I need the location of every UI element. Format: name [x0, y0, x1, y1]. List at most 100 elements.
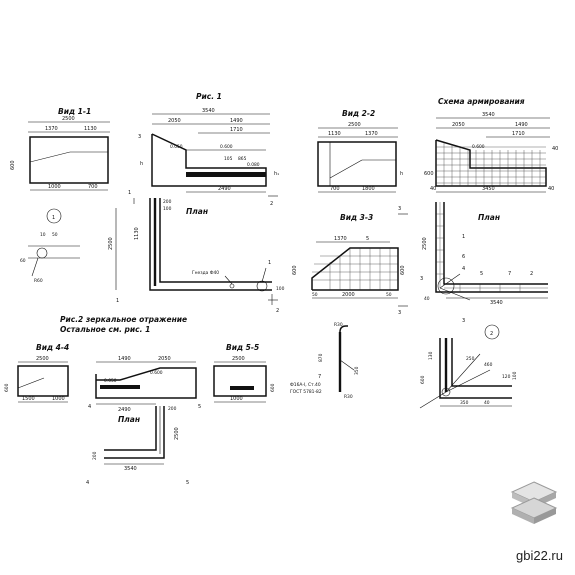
- mark-0080: 0.080: [247, 162, 260, 168]
- f2-label-5: 5: [198, 404, 201, 410]
- dim-1710: 1710: [230, 127, 243, 133]
- v33-dim-600: 600: [292, 265, 298, 275]
- dim-1000: 1000: [48, 184, 61, 190]
- label-h: h: [140, 161, 143, 167]
- plan-dim-2500: 2500: [108, 237, 114, 250]
- dim-1490-b: 1490: [515, 122, 528, 128]
- plan-2-label-7: 7: [508, 271, 511, 277]
- dim-1490: 1490: [230, 118, 243, 124]
- v33-label-3: 3: [398, 206, 401, 212]
- view-4-4-title: Вид 4-4: [36, 343, 69, 352]
- v44-dim-1000: 1000: [52, 396, 65, 402]
- plan-3-label-4: 4: [86, 480, 89, 486]
- detail-1: 1 10 50 60 R60: [20, 208, 80, 284]
- plan-2-label-6: 6: [462, 254, 465, 260]
- detail-2-number: 2: [490, 331, 493, 337]
- dim-105: 105: [224, 156, 233, 162]
- figure-1: Рис. 1 3540 2050 1490 1710 0.050 0.600 1…: [138, 92, 279, 193]
- v55-dim-2500: 2500: [232, 356, 245, 362]
- dim-1130-b: 1130: [328, 131, 341, 137]
- figure-2-caption: Рис.2 зеркальное отражение Остальное см.…: [60, 315, 187, 334]
- plan-dim-200: 200: [163, 199, 172, 205]
- plan-label-1: 1: [268, 260, 271, 266]
- plan-2-label-1: 1: [462, 234, 465, 240]
- rebar-spec-1: Ф16А-I, Ст.40: [290, 382, 321, 388]
- figure-2-profile: 1490 2050 0.600 0.050 2490 4 5: [88, 356, 201, 413]
- view-1-1: Вид 1-1 2500 1370 1130 600 1000 700: [10, 107, 110, 191]
- dim-2050-b: 2050: [452, 122, 465, 128]
- dim-1130: 1130: [84, 126, 97, 132]
- view-2-2: Вид 2-2 2500 1130 1370 h 700 1800: [317, 109, 403, 193]
- dim-3540-b: 3540: [482, 112, 495, 118]
- dim-2500-b: 2500: [348, 122, 361, 128]
- rebar-detail: R30 870 350 7 Ф16А-I, Ст.40 ГОСТ 5781-82…: [290, 322, 360, 400]
- plan-dim-100b: 100: [276, 286, 285, 292]
- dim-3450: 3450: [482, 186, 495, 192]
- plan-3-dim-3540: 3540: [124, 466, 137, 472]
- v33-label-5: 5: [366, 236, 369, 242]
- dim-2050: 2050: [168, 118, 181, 124]
- section-marks: [268, 195, 408, 307]
- dim-865: 865: [238, 156, 247, 162]
- v33-label-3b: 3: [398, 310, 401, 316]
- v44-dim-1500: 1500: [22, 396, 35, 402]
- detail-2-dim-600: 600: [420, 375, 426, 384]
- plan-1-title: План: [186, 207, 208, 216]
- view-1-1-title: Вид 1-1: [58, 107, 91, 116]
- plan-3-dim-200: 200: [168, 406, 177, 412]
- plan-3: План 200 2500 200 3540 4 5: [86, 406, 189, 486]
- plan-dim-100: 100: [163, 206, 172, 212]
- plan-3-dim-500: 200: [92, 451, 98, 460]
- rebar-r30-top: R30: [334, 322, 343, 328]
- mark-0050: 0.050: [170, 144, 183, 150]
- label-3: 3: [138, 134, 141, 140]
- detail-2-dim-130: 130: [428, 351, 434, 360]
- f2-mark-0600: 0.600: [150, 370, 163, 376]
- rebar-dim-850: 870: [318, 353, 324, 362]
- scheme-title: Схема армирования: [438, 97, 525, 106]
- plan-2-dim-40: 40: [424, 296, 430, 302]
- v44-dim-600: 600: [4, 383, 10, 392]
- figure-2-note: Остальное см. рис. 1: [60, 325, 150, 334]
- rebar-dim-350: 350: [354, 366, 360, 375]
- detail-2-dim-40: 40: [484, 400, 490, 406]
- plan-2-label-4: 4: [462, 266, 465, 272]
- dim-2500: 2500: [62, 116, 75, 122]
- plan-2-label-2: 2: [530, 271, 533, 277]
- plan-dim-1130: 1130: [134, 227, 140, 240]
- scheme-mark-0600: 0.600: [472, 144, 485, 150]
- v33-dim-50: 50: [312, 292, 318, 298]
- detail-2-dim-120: 120: [502, 374, 511, 380]
- f2-dim-2050: 2050: [158, 356, 171, 362]
- f2-dim-2490: 2490: [118, 407, 131, 413]
- reinforcement-scheme: Схема армирования 3540 2050 1490 1710 0.…: [424, 97, 558, 193]
- dim-700: 700: [88, 184, 98, 190]
- f2-mark-0050: 0.050: [104, 378, 117, 384]
- figure-2-title: Рис.2 зеркальное отражение: [60, 315, 187, 324]
- detail-1-10: 10: [40, 232, 46, 238]
- plan-2-label-5: 5: [480, 271, 483, 277]
- watermark-text: gbi22.ru: [516, 548, 563, 563]
- plan-3-label-5: 5: [186, 480, 189, 486]
- dim-600: 600: [10, 160, 16, 170]
- site-logo: [510, 481, 558, 524]
- plan-label-1b: 1: [116, 298, 119, 304]
- scheme-dim-40: 40: [552, 146, 558, 152]
- v33-dim-1370: 1370: [334, 236, 347, 242]
- dim-2490: 2490: [218, 186, 231, 192]
- rebar-label-7: 7: [318, 374, 321, 380]
- v55-dim-600: 600: [270, 383, 276, 392]
- detail-1-60: 60: [20, 258, 26, 264]
- rebar-spec-2: ГОСТ 5781-82: [290, 389, 322, 395]
- v33-dim-2000: 2000: [342, 292, 355, 298]
- view-5-5-title: Вид 5-5: [226, 343, 259, 352]
- dim-700-b: 700: [330, 186, 340, 192]
- f2-dim-1490: 1490: [118, 356, 131, 362]
- detail-1-number: 1: [52, 215, 55, 221]
- detail-2-dim-350: 350: [460, 400, 469, 406]
- view-3-3: Вид 3-3 1370 5 600 600 50 2000 50 3 3: [292, 206, 406, 316]
- v44-dim-2500: 2500: [36, 356, 49, 362]
- view-4-4: Вид 4-4 2500 600 1500 1000: [4, 343, 69, 403]
- label-h-b: h: [400, 171, 403, 177]
- dim-1370: 1370: [45, 126, 58, 132]
